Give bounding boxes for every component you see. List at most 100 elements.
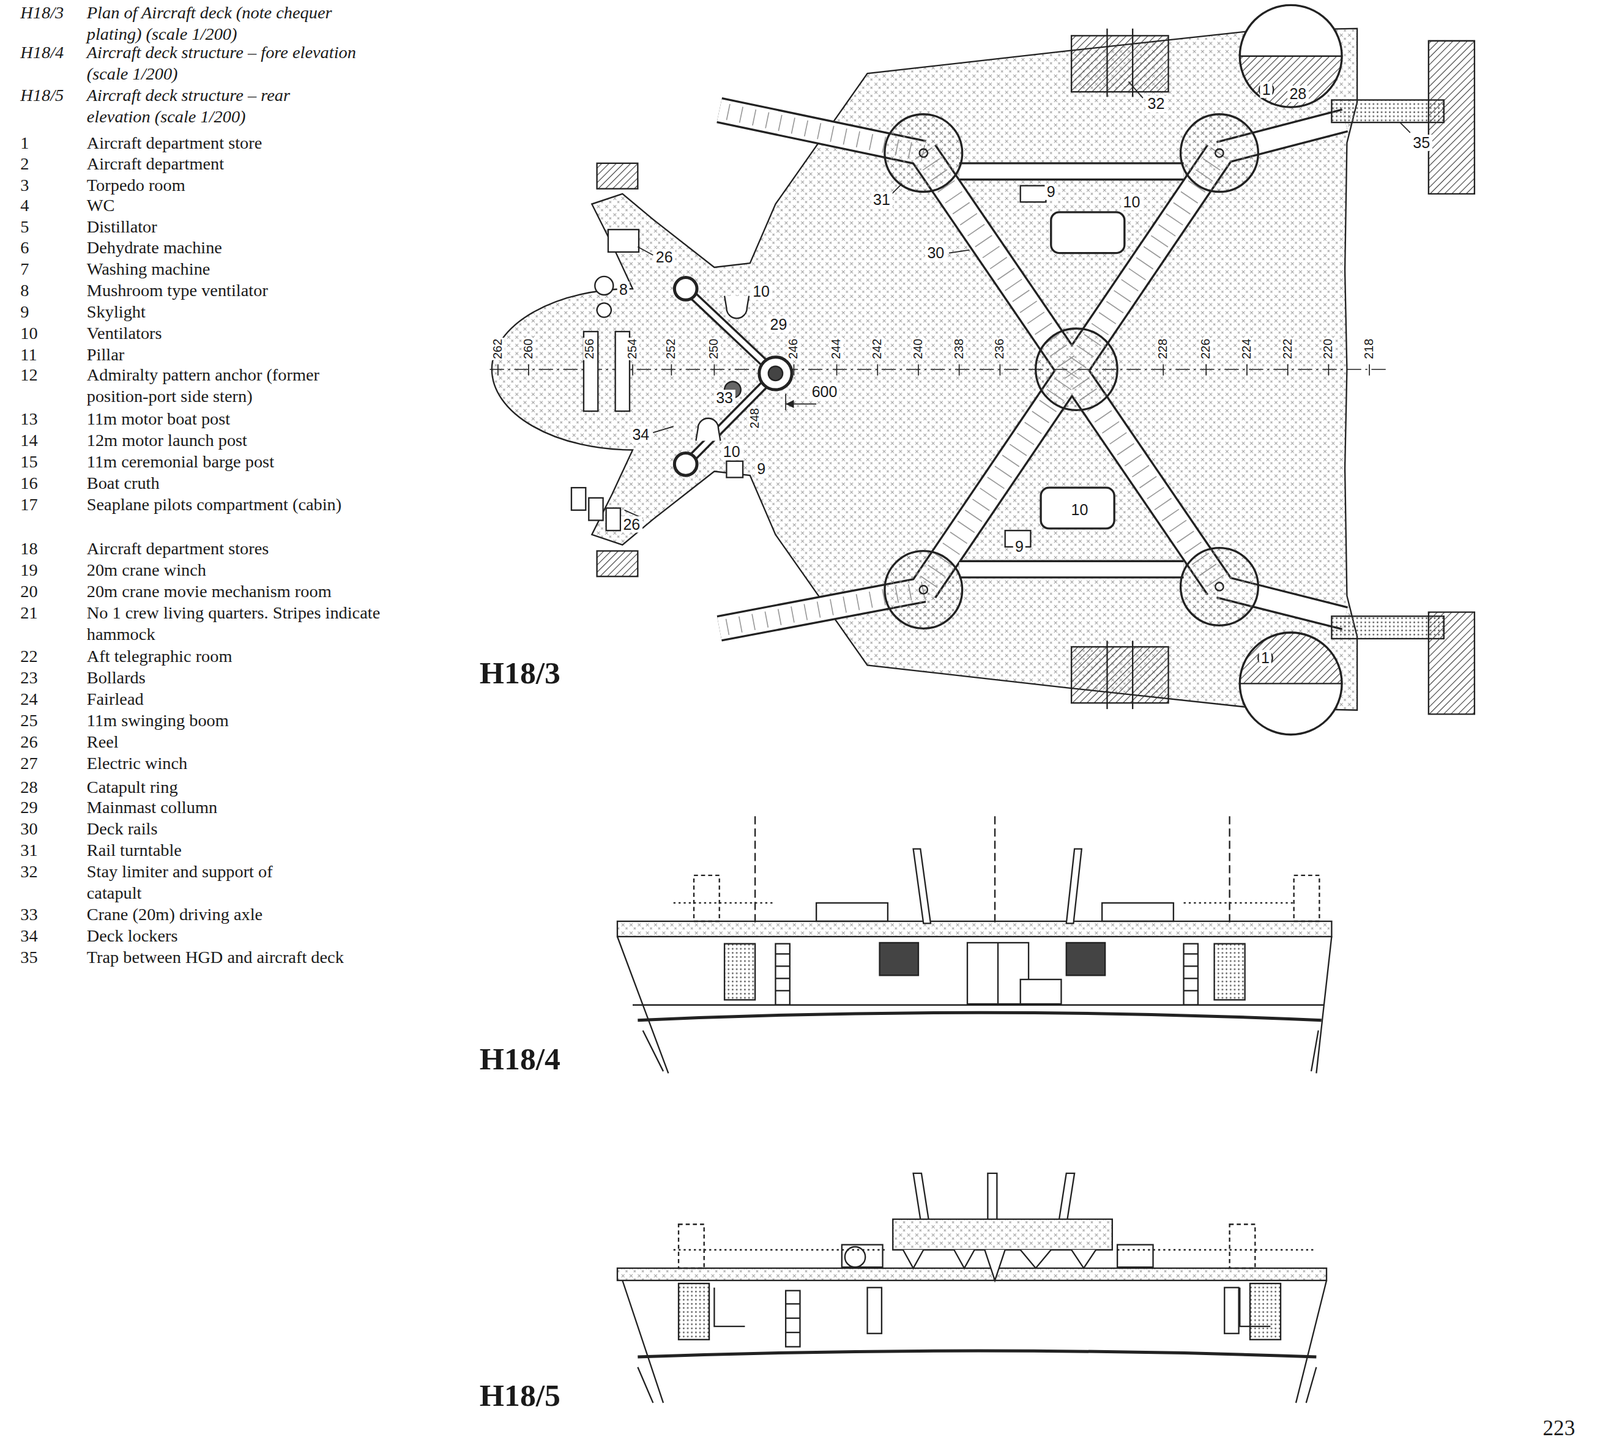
drawing-line [528, 364, 530, 376]
drawing-circle [594, 276, 614, 295]
key-description: Aircraft department [86, 152, 384, 175]
key-number: 27 [20, 753, 38, 775]
key-description: No 1 crew living quarters. Stripes indic… [86, 602, 384, 645]
drawing-line [876, 364, 879, 376]
drawing-rect [608, 229, 639, 253]
drawing-path [617, 936, 1332, 1074]
frame-number: 224 [1240, 337, 1254, 361]
drawing-circle [759, 357, 792, 390]
key-number: 14 [20, 429, 38, 451]
key-description: 11m swinging boom [86, 710, 384, 732]
key-description: Ventilators [86, 322, 384, 344]
drawing-rect [617, 1268, 1327, 1281]
drawing-line [994, 816, 996, 924]
key-number: 26 [20, 731, 38, 754]
drawing-rect [1071, 35, 1169, 92]
plan-view [490, 4, 1475, 735]
key-number: 5 [20, 216, 29, 239]
drawing-rect [617, 921, 1332, 937]
callout-number: 10 [721, 443, 743, 461]
key-number: 29 [20, 796, 38, 819]
callout-number: 31 [871, 192, 893, 209]
callout-number: 26 [621, 516, 643, 533]
drawing-rect [571, 487, 586, 511]
key-description: Seaplane pilots compartment (cabin) [86, 493, 343, 516]
key-description: Trap between HGD and aircraft deck [86, 947, 373, 969]
frame-number: 256 [583, 337, 597, 361]
drawing-rect [1250, 1283, 1281, 1340]
drawing-line [923, 152, 1220, 590]
frame-number: 236 [993, 337, 1008, 361]
drawing-line [673, 1249, 888, 1251]
drawing-line [632, 364, 634, 376]
key-number: 11 [20, 343, 37, 366]
drawing-circle [1180, 114, 1259, 193]
key-number: 7 [20, 258, 29, 280]
drawing-rect [1117, 1245, 1153, 1268]
drawing-line [785, 394, 787, 411]
drawing-line [671, 364, 673, 376]
drawing-path [637, 1367, 1317, 1403]
drawing-line [775, 953, 790, 955]
key-description: Crane (20m) driving axle [86, 904, 384, 926]
drawing-line [652, 426, 674, 433]
drawing-path [903, 1250, 1096, 1281]
drawing-rect [1051, 212, 1125, 254]
figure-caption: Aircraft deck structure – fore elevation… [86, 41, 393, 85]
key-number: 8 [20, 279, 29, 302]
drawing-path [1059, 1173, 1075, 1220]
drawing-line [959, 560, 1184, 579]
frame-number: 248 [748, 406, 762, 430]
drawing-rect [606, 508, 621, 532]
drawing-line [1205, 364, 1207, 376]
key-description: Pillar [86, 343, 384, 366]
drawing-rect [693, 875, 720, 922]
drawing-line [1246, 364, 1248, 376]
key-description: Washing machine [86, 258, 384, 280]
drawing-path [892, 1219, 1113, 1251]
frame-number: 218 [1362, 337, 1377, 361]
drawing-path [643, 1030, 1319, 1072]
figure-reference: H18/3 [20, 1, 64, 24]
key-description: Mainmast collumn [86, 796, 384, 819]
drawing-circle [1215, 582, 1224, 591]
callout-number: 600 [809, 383, 839, 401]
rear-elevation [617, 1173, 1327, 1403]
key-description: Deck rails [86, 818, 384, 841]
frame-number: 262 [491, 337, 505, 361]
drawing-path [695, 418, 721, 442]
frame-number: 240 [911, 337, 926, 361]
drawing-circle [1215, 148, 1224, 157]
drawing-path [1066, 849, 1082, 924]
drawing-path [637, 1012, 1321, 1021]
key-number: 16 [20, 472, 38, 494]
callout-number: 10 [1068, 502, 1091, 519]
callout-number: 1 [1259, 649, 1273, 667]
key-number: 9 [20, 301, 29, 323]
key-number: 23 [20, 667, 38, 689]
key-description: 20m crane winch [86, 559, 384, 581]
drawing-rect [816, 903, 888, 922]
frame-number: 252 [665, 337, 679, 361]
drawing-rect [597, 551, 639, 577]
key-description: Rail turntable [86, 840, 384, 862]
drawing-line [1183, 989, 1199, 992]
drawing-rect [785, 1291, 800, 1348]
key-number: 35 [20, 947, 38, 969]
key-description: Distillator [86, 216, 384, 239]
key-number: 33 [20, 904, 38, 926]
key-number: 30 [20, 818, 38, 841]
key-number: 25 [20, 710, 38, 732]
key-description: Deck lockers [86, 925, 384, 948]
key-number: 17 [20, 493, 38, 516]
drawing-line [1183, 953, 1199, 955]
key-number: 24 [20, 688, 38, 711]
frame-number: 222 [1281, 337, 1295, 361]
drawing-circle [1239, 632, 1342, 735]
drawing-line [923, 152, 1220, 590]
figure-caption: Aircraft deck structure – rear elevation… [86, 84, 332, 128]
drawing-line [1228, 816, 1230, 924]
drawing-line [793, 364, 795, 376]
drawing-line [1117, 1249, 1317, 1251]
drawing-rect [1040, 487, 1115, 529]
